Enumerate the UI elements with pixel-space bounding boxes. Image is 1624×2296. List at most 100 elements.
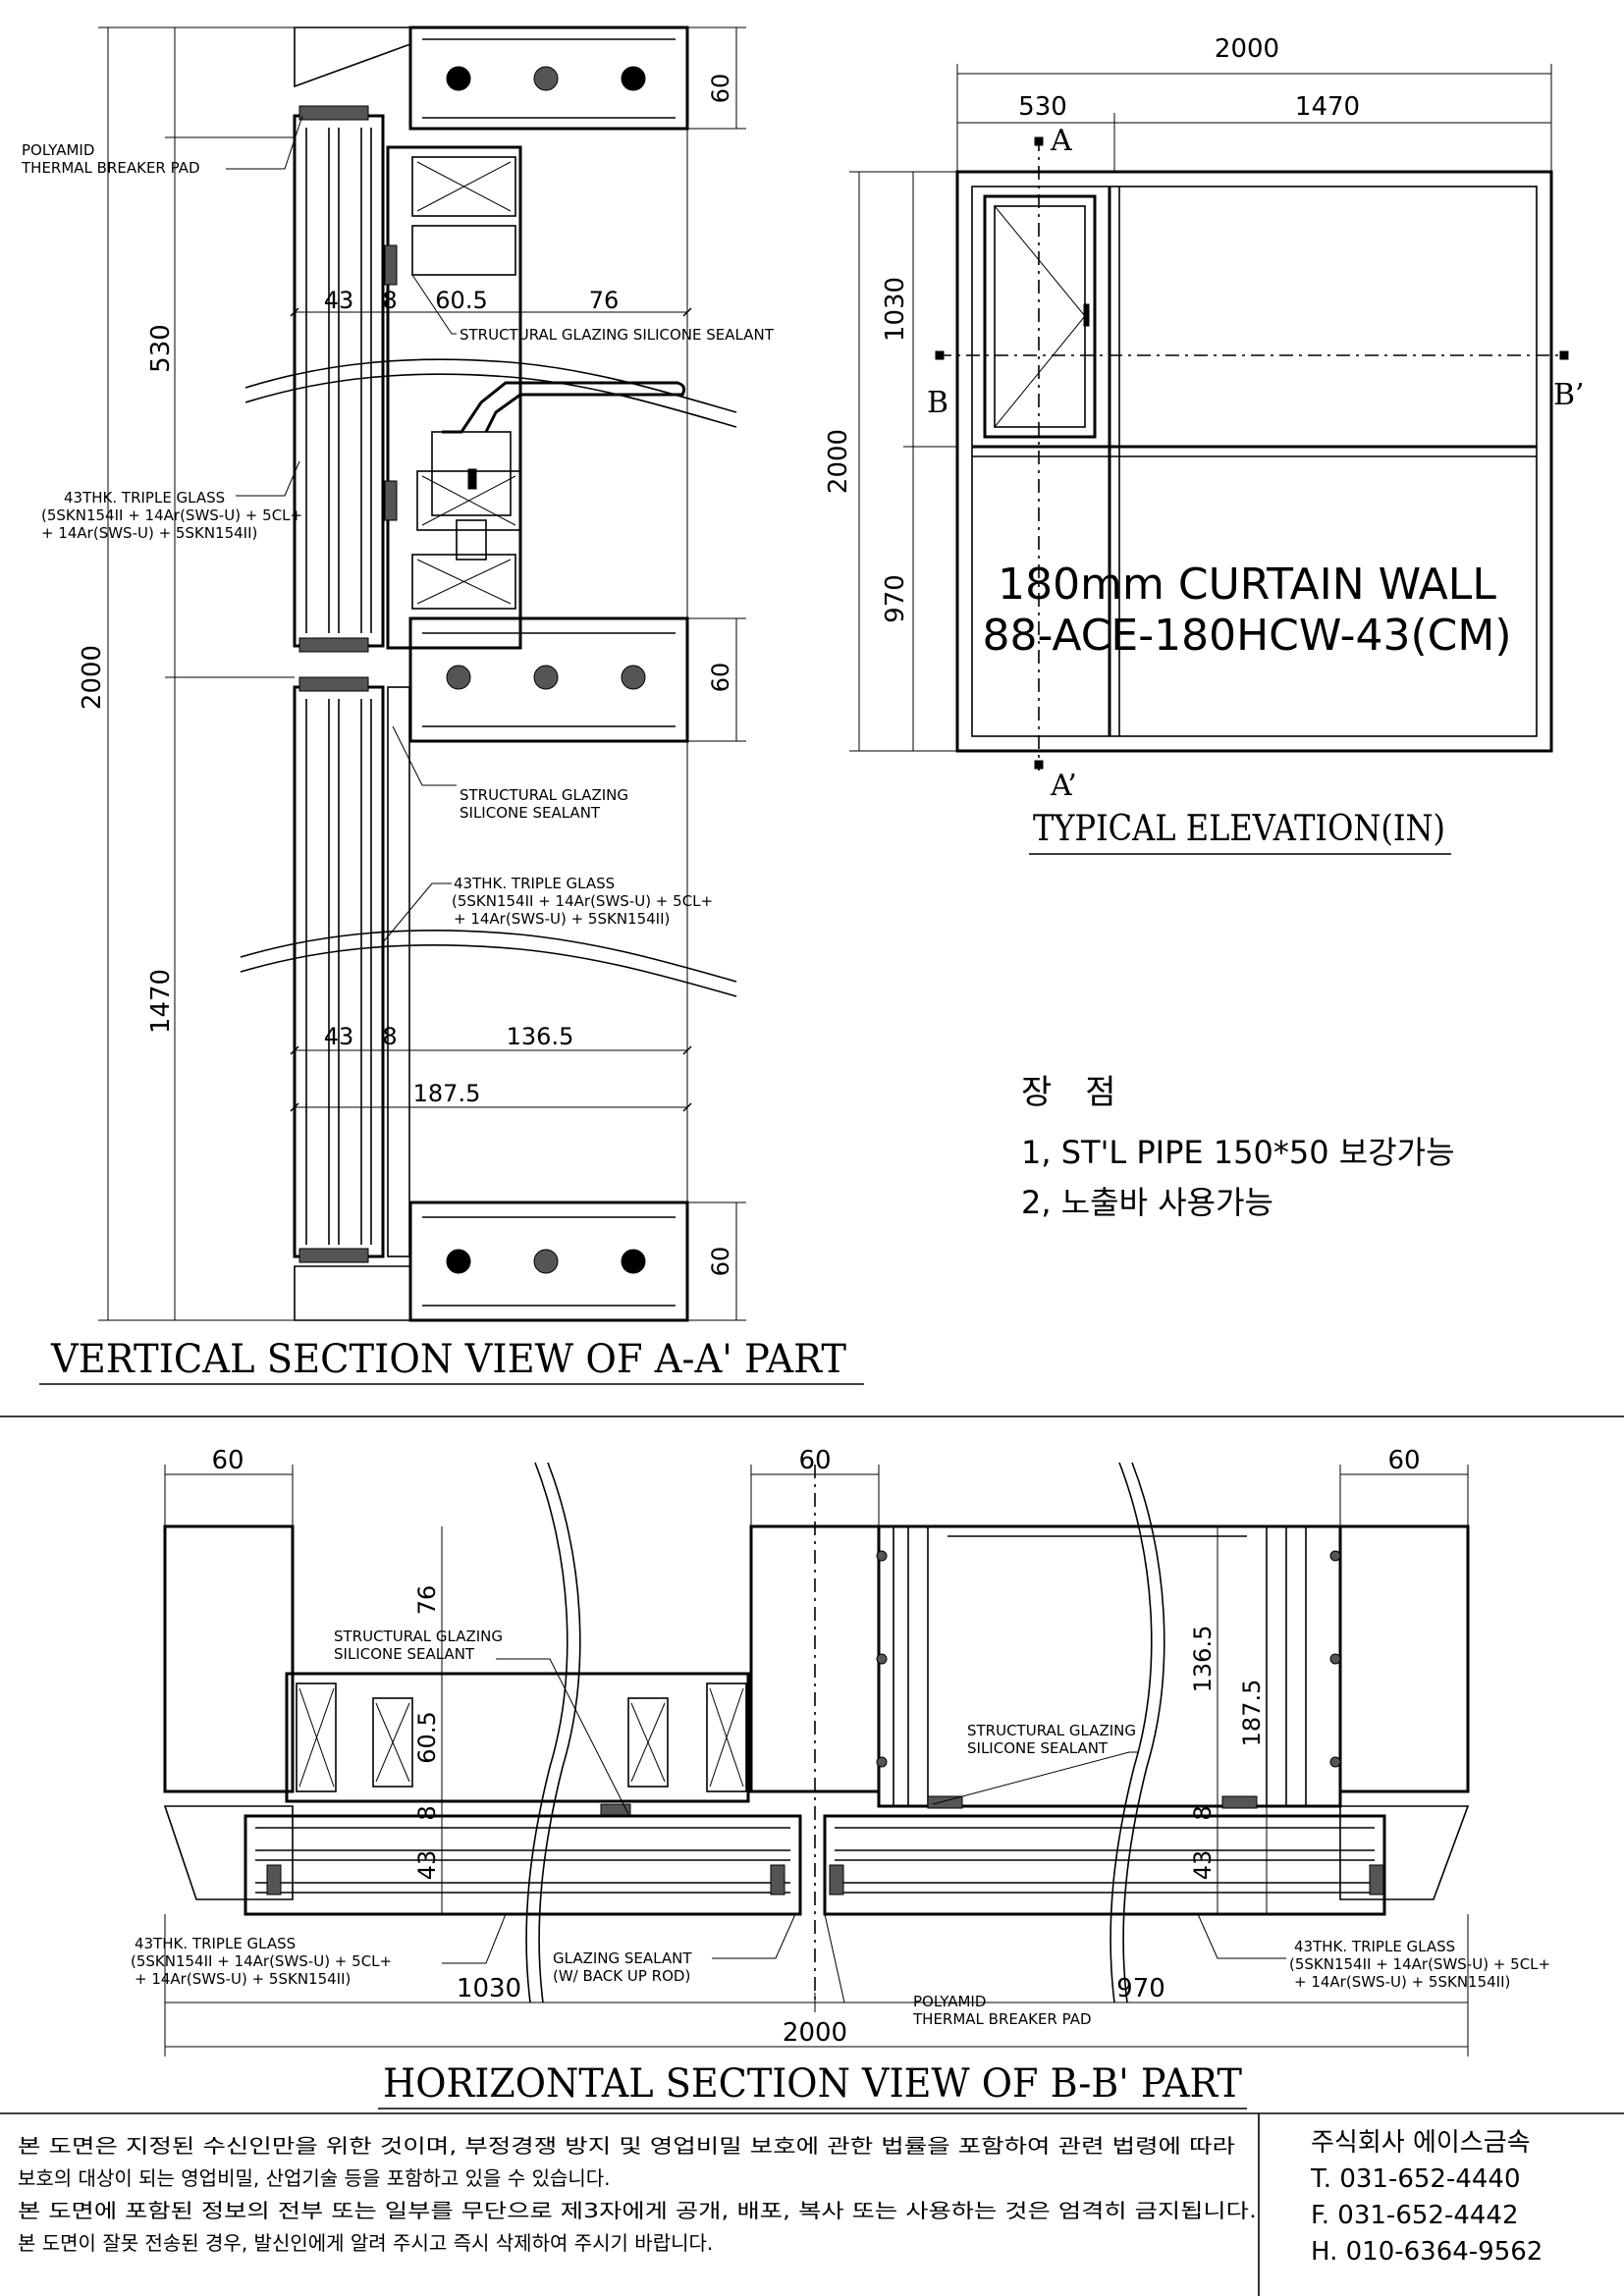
section-b-marker-left — [935, 350, 945, 360]
top-anchor-block — [408, 26, 746, 131]
product-name-line-1: 180mm CURTAIN WALL — [998, 560, 1496, 610]
middle-anchor-block — [408, 616, 746, 743]
label-glass-right-3: + 14Ar(SWS-U) + 5SKN154II) — [1294, 1973, 1510, 1991]
dim-8-lower: 8 — [382, 1023, 397, 1050]
right-mullion-profile — [876, 1524, 1342, 1809]
company-name: 주식회사 에이스금속 — [1311, 2128, 1531, 2158]
horiz-dim-8-left: 8 — [413, 1805, 441, 1820]
vertical-section-title: VERTICAL SECTION VIEW OF A-A' PART — [50, 1337, 846, 1382]
footer-block: 본 도면은 지정된 수신인만을 위한 것이며, 부정경쟁 방지 및 영업비밀 보… — [0, 2112, 1624, 2296]
label-glass-left-2: (5SKN154II + 14Ar(SWS-U) + 5CL+ — [131, 1952, 392, 1970]
dim-43-lower: 43 — [324, 1023, 354, 1050]
horiz-dim-2000: 2000 — [783, 2018, 847, 2048]
elev-dim-1470: 1470 — [1295, 92, 1360, 122]
horiz-dim-60-5: 60.5 — [413, 1711, 441, 1763]
marker-b: B — [927, 386, 948, 420]
label-thermal-pad-horizontal: THERMAL BREAKER PAD — [912, 2010, 1092, 2028]
marker-a-prime: A’ — [1050, 769, 1077, 803]
break-line-right-2 — [1122, 1462, 1165, 2003]
top-sloped-sill — [294, 27, 411, 88]
dim-8-upper: 8 — [382, 287, 397, 314]
label-glass-upper-1: 43THK. TRIPLE GLASS — [64, 489, 225, 507]
break-line-lower-2 — [240, 944, 737, 997]
label-glass-right-2: (5SKN154II + 14Ar(SWS-U) + 5CL+ — [1289, 1955, 1550, 1973]
company-mobile: H. 010-6364-9562 — [1311, 2237, 1543, 2267]
notice-line-2: 보호의 대상이 되는 영업비밀, 산업기술 등을 포함하고 있을 수 있습니다. — [18, 2166, 611, 2190]
section-a-marker-bottom — [1034, 760, 1044, 770]
elevation-dimension-lines — [849, 64, 1552, 752]
label-glass-lower-3: + 14Ar(SWS-U) + 5SKN154II) — [454, 910, 670, 928]
elevation-title: TYPICAL ELEVATION(IN) — [1033, 809, 1445, 849]
elev-dim-970: 970 — [881, 574, 910, 623]
label-ssg-right-1: STRUCTURAL GLAZING — [967, 1722, 1136, 1739]
label-glass-lower-2: (5SKN154II + 14Ar(SWS-U) + 5CL+ — [452, 892, 713, 910]
label-glazing-sealant-2: (W/ BACK UP ROD) — [553, 1967, 690, 1985]
label-glass-lower-1: 43THK. TRIPLE GLASS — [454, 875, 615, 892]
label-thermal-pad-vertical: THERMAL BREAKER PAD — [21, 159, 200, 177]
horiz-dim-60-left: 60 — [211, 1446, 244, 1475]
horiz-dim-43-left: 43 — [413, 1850, 441, 1881]
break-line-upper-2 — [244, 373, 737, 428]
label-ssg-lower-2: SILICONE SEALANT — [460, 804, 601, 822]
break-line-upper-1 — [244, 358, 737, 413]
vertical-dimension-lines — [98, 27, 688, 1321]
dim-43-upper: 43 — [324, 287, 354, 314]
advantage-item-1: 1, ST'L PIPE 150*50 보강가능 — [1021, 1134, 1455, 1171]
horiz-dim-76: 76 — [413, 1585, 441, 1616]
elevation-frame — [955, 170, 1553, 753]
elev-dim-1030: 1030 — [881, 277, 910, 342]
notice-line-4: 본 도면이 잘못 전송된 경우, 발신인에게 알려 주시고 즉시 삭제하여 주시… — [18, 2231, 713, 2255]
horiz-dim-970: 970 — [1116, 1974, 1165, 2003]
dim-60-top: 60 — [707, 74, 734, 104]
label-glazing-sealant-1: GLAZING SEALANT — [553, 1949, 692, 1967]
label-glass-right-1: 43THK. TRIPLE GLASS — [1294, 1938, 1455, 1955]
horiz-dim-43-right: 43 — [1189, 1850, 1217, 1881]
bottom-anchor-block — [294, 1201, 746, 1322]
dim-187-5: 187.5 — [413, 1080, 481, 1107]
callout-leaders-horizontal — [442, 1658, 1286, 2003]
horizontal-inner-dimension-lines — [441, 1526, 1268, 1914]
notice-line-1: 본 도면은 지정된 수신인만을 위한 것이며, 부정경쟁 방지 및 영업비밀 보… — [18, 2134, 1235, 2158]
horiz-dim-1030: 1030 — [457, 1974, 521, 2003]
break-line-left-2 — [538, 1462, 581, 2003]
left-mullion-profile — [285, 1672, 750, 1817]
label-ssg-upper: STRUCTURAL GLAZING SILICONE SEALANT — [460, 326, 775, 344]
advantage-item-2: 2, 노출바 사용가능 — [1021, 1184, 1273, 1221]
dim-76: 76 — [589, 287, 620, 314]
label-polyamid-vertical: POLYAMID — [22, 141, 94, 159]
label-ssg-left-1: STRUCTURAL GLAZING — [334, 1628, 503, 1645]
marker-a: A — [1050, 124, 1072, 158]
horiz-dim-136-5: 136.5 — [1189, 1626, 1217, 1693]
product-name-line-2: 88-ACE-180HCW-43(CM) — [982, 611, 1511, 661]
horizontal-anchor-blocks — [163, 1524, 1470, 1900]
section-b-marker-right — [1559, 350, 1569, 360]
dim-60-mid: 60 — [707, 663, 734, 693]
horizontal-section-title: HORIZONTAL SECTION VIEW OF B-B' PART — [383, 2061, 1242, 2107]
elev-dim-530: 530 — [1018, 92, 1067, 122]
inner-dimension-lines — [290, 307, 692, 1112]
label-ssg-lower-1: STRUCTURAL GLAZING — [460, 786, 628, 804]
upper-frame-profile — [384, 145, 522, 650]
vertical-section-view: 2000 530 1470 60 — [21, 26, 864, 1385]
lower-glass-unit — [293, 676, 410, 1263]
dim-60-bottom: 60 — [707, 1247, 734, 1277]
advantages-block: 장 점 1, ST'L PIPE 150*50 보강가능 2, 노출바 사용가능 — [1021, 1073, 1455, 1221]
dim-530: 530 — [146, 324, 176, 373]
label-ssg-left-2: SILICONE SEALANT — [334, 1645, 475, 1663]
elevation-vent-window — [983, 194, 1097, 439]
left-glass-unit — [244, 1814, 802, 1916]
section-a-marker-top — [1034, 136, 1044, 146]
horizontal-bottom-dimension-lines — [164, 1914, 1469, 2056]
horiz-dim-187-5: 187.5 — [1238, 1680, 1266, 1747]
upper-glass-unit — [293, 105, 385, 653]
horizontal-section-view: 60 60 60 — [131, 1446, 1550, 2109]
vent-handle — [442, 381, 686, 434]
marker-b-prime: B’ — [1553, 378, 1585, 412]
advantages-heading: 장 점 — [1021, 1073, 1116, 1112]
dim-136-5: 136.5 — [507, 1023, 574, 1050]
label-glass-left-1: 43THK. TRIPLE GLASS — [135, 1935, 296, 1952]
break-line-lower-1 — [240, 930, 737, 983]
notice-line-3: 본 도면에 포함된 정보의 전부 또는 일부를 무단으로 제3자에게 공개, 배… — [18, 2199, 1257, 2222]
typical-elevation: 2000 530 1470 2000 1030 970 A A’ B B’ — [824, 34, 1585, 855]
